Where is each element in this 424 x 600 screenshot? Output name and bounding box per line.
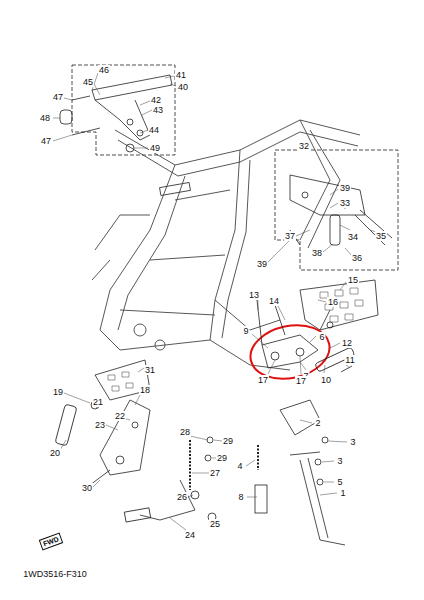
spring <box>189 440 191 490</box>
callout-number: 8 <box>237 492 244 502</box>
callout-number: 13 <box>248 290 260 300</box>
callout-number: 30 <box>81 483 93 493</box>
callout-number: 45 <box>82 77 94 87</box>
callout-number: 47 <box>40 136 52 146</box>
callout-number: 3 <box>349 437 356 447</box>
direction-tag: FWD <box>39 533 63 551</box>
callout-number: 11 <box>344 355 355 365</box>
footrest-bracket <box>95 100 150 140</box>
callout-number: 16 <box>327 297 339 307</box>
callout-number: 18 <box>139 385 151 395</box>
callout-number: 31 <box>144 365 156 375</box>
callout-number: 15 <box>347 275 359 285</box>
callout-number: 9 <box>242 326 249 336</box>
callout-number: 23 <box>94 420 106 430</box>
side-stand <box>300 458 345 545</box>
callout-number: 20 <box>49 448 61 458</box>
callout-number: 28 <box>179 427 191 437</box>
callout-number: 24 <box>184 530 196 540</box>
brake-pedal <box>140 480 195 520</box>
callout-number: 39 <box>256 259 268 269</box>
callout-number: 32 <box>298 141 310 151</box>
foot-peg <box>315 347 355 372</box>
callout-number: 10 <box>320 375 332 385</box>
callout-number: 1 <box>339 488 346 498</box>
callout-number: 5 <box>336 477 343 487</box>
callout-number: 48 <box>39 113 51 123</box>
drawing-code: 1WD3516-F310 <box>22 569 88 579</box>
spring <box>257 445 259 470</box>
callout-number: 41 <box>175 70 187 80</box>
callout-number: 19 <box>52 387 64 397</box>
callout-number: 49 <box>149 143 161 153</box>
foot-peg <box>55 404 77 446</box>
callout-number: 36 <box>351 253 363 263</box>
collar <box>255 485 267 513</box>
leader-lines <box>53 73 376 530</box>
node-text: FWD <box>42 535 59 547</box>
callout-number: 47 <box>52 92 64 102</box>
callout-number: 14 <box>268 296 280 306</box>
callout-number: 22 <box>114 411 126 421</box>
callout-number: 17 <box>295 376 307 386</box>
callout-number: 2 <box>314 418 321 428</box>
callout-number: 46 <box>98 65 110 75</box>
footrest-bracket <box>100 400 150 475</box>
frame <box>92 120 360 370</box>
callout-number: 29 <box>216 453 228 463</box>
footrest-bracket <box>262 335 318 368</box>
group-outline <box>275 150 398 270</box>
callout-number: 42 <box>150 95 162 105</box>
callout-number: 43 <box>152 105 164 115</box>
callout-number: 38 <box>311 248 323 258</box>
callout-number: 29 <box>222 436 234 446</box>
callout-number: 4 <box>236 461 243 471</box>
group-outline <box>72 65 175 155</box>
heel-plate <box>300 280 378 330</box>
callout-number: 6 <box>318 332 325 342</box>
callout-number: 25 <box>209 519 221 529</box>
callout-number: 33 <box>339 198 351 208</box>
callout-number: 39 <box>339 183 351 193</box>
callout-number: 37 <box>284 231 296 241</box>
callout-number: 12 <box>341 338 353 348</box>
callout-number: 34 <box>347 232 359 242</box>
callout-number: 3 <box>336 456 343 466</box>
callout-number: 40 <box>177 82 189 92</box>
callout-number: 17 <box>257 375 269 385</box>
callout-number: 35 <box>375 231 387 241</box>
callout-number: 26 <box>176 492 188 502</box>
callout-number: 27 <box>209 468 221 478</box>
callout-number: 44 <box>148 125 160 135</box>
footrest-bracket <box>290 175 365 215</box>
callout-number: 21 <box>92 397 104 407</box>
